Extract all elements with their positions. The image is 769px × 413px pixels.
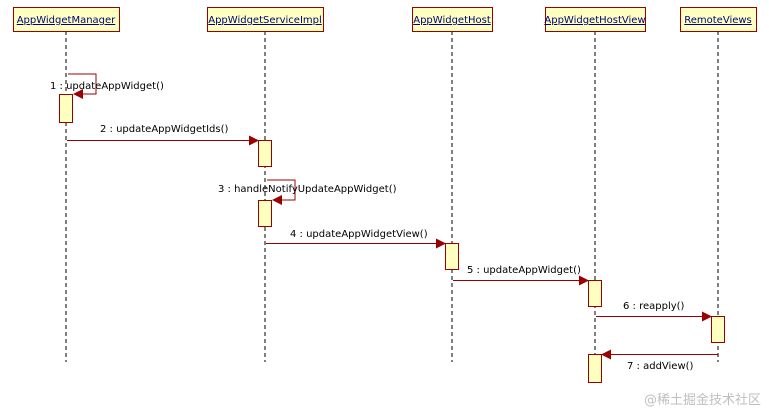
message-label: 1 : updateAppWidget() [50,81,164,92]
lifeline-header-box [545,7,646,32]
message-3: 3 : handleNotifyUpdateAppWidget() [218,179,397,205]
messages: 1 : updateAppWidget() 2 : updateAppWidget… [50,73,718,372]
activation-bar [588,280,602,307]
message-1: 1 : updateAppWidget() [50,73,164,99]
activation-bar [258,200,272,227]
arrowhead [272,195,282,205]
lifeline-header-label: RemoteViews [684,15,752,26]
message-label: 5 : updateAppWidget() [467,265,581,276]
message-label: 4 : updateAppWidgetView() [290,229,428,240]
lifeline-header-label: AppWidgetManager [17,15,116,26]
message-4: 4 : updateAppWidgetView() [266,229,446,249]
lifeline-header-box [412,7,493,32]
message-6: 6 : reapply() [596,301,712,322]
message-label: 6 : reapply() [623,301,685,312]
arrowhead [601,349,611,360]
message-label: 3 : handleNotifyUpdateAppWidget() [218,184,397,195]
lifeline-header-label: AppWidgetHostView [544,15,645,26]
lifeline-header-label: AppWidgetServiceImpl [208,15,322,26]
activation-bar [258,140,272,167]
activation-bar [588,354,602,383]
message-line [68,73,97,95]
message-2: 2 : updateAppWidgetIds() [67,124,259,146]
activation-bar [711,316,725,343]
arrowhead [249,135,259,146]
lifeline-manager: AppWidgetManager [13,7,120,362]
message-label: 7 : addView() [627,361,694,372]
message-label: 2 : updateAppWidgetIds() [100,124,228,135]
message-5: 5 : updateAppWidget() [453,265,589,286]
arrowhead [702,311,712,322]
lifeline-service: AppWidgetServiceImpl [207,7,324,362]
activations [59,94,725,383]
lifeline-header-box [13,7,120,32]
lifeline-header-box [207,7,324,32]
arrowhead [579,275,589,286]
activation-bar [445,243,459,270]
lifeline-header-label: AppWidgetHost [413,15,491,26]
message-7: 7 : addView() [601,349,718,372]
lifeline-remote: RemoteViews [680,7,757,362]
activation-bar [59,94,73,123]
lifeline-host: AppWidgetHost [412,7,493,362]
message-line [267,179,296,201]
arrowhead [436,238,446,249]
arrowhead [73,89,83,99]
watermark-text: @稀土掘金技术社区 [643,393,761,408]
lifelines: AppWidgetManager AppWidgetServiceImpl AppW… [13,7,757,362]
lifeline-header-box [680,7,757,32]
